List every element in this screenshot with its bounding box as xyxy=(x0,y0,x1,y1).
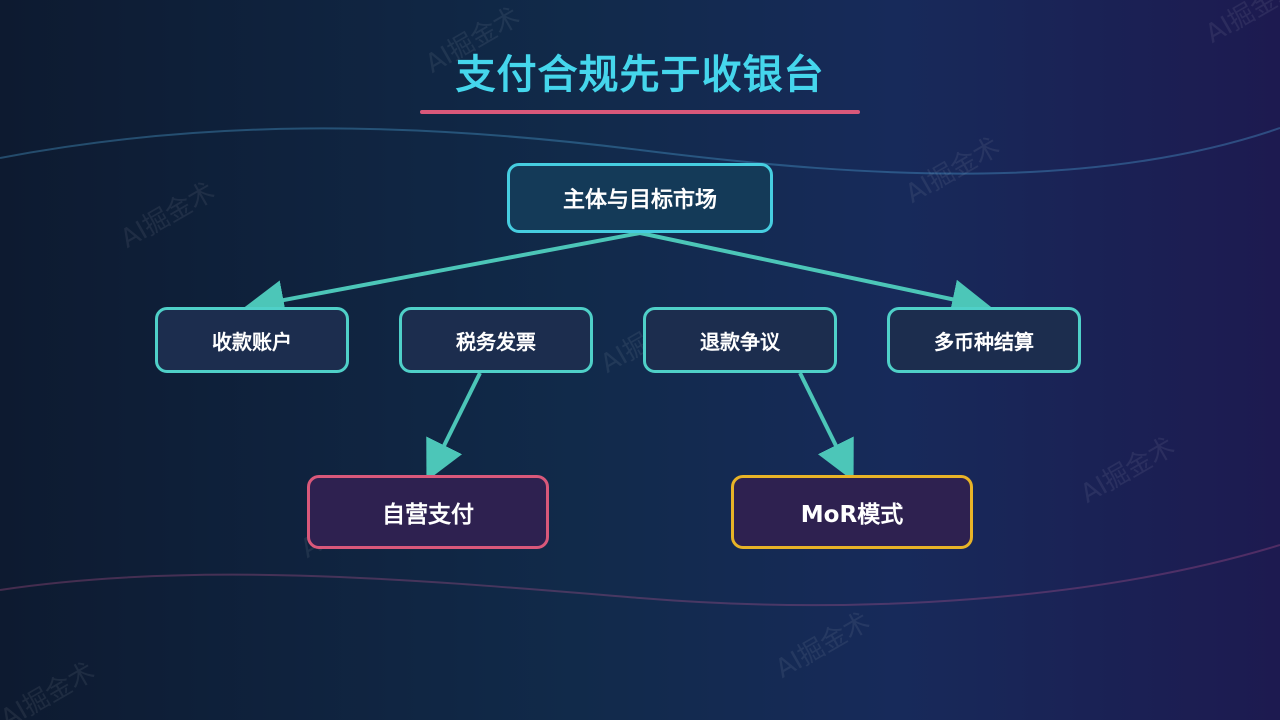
connector-root-to-multi-currency xyxy=(639,231,992,319)
title-underline xyxy=(420,110,860,114)
node-label: 自营支付 xyxy=(382,502,474,528)
node-label: 收款账户 xyxy=(212,329,292,354)
node-refund-dispute: 退款争议 xyxy=(643,307,837,373)
node-label: MoR模式 xyxy=(800,502,904,528)
node-main-entity-target-market: 主体与目标市场 xyxy=(507,163,773,233)
node-self-operated-payment: 自营支付 xyxy=(307,475,549,549)
node-tax-invoice: 税务发票 xyxy=(399,307,593,373)
node-label: 退款争议 xyxy=(700,329,780,354)
node-label: 税务发票 xyxy=(456,329,536,354)
background-wave-bottom xyxy=(0,544,1280,607)
connector-refund-dispute-to-mor-mode xyxy=(798,372,854,482)
node-label: 多币种结算 xyxy=(934,329,1034,354)
node-mor-mode: MoR模式 xyxy=(731,475,973,549)
node-collection-account: 收款账户 xyxy=(155,307,349,373)
connector-root-to-collection-account xyxy=(244,231,641,320)
node-multi-currency-settlement: 多币种结算 xyxy=(887,307,1081,373)
connector-tax-invoice-to-self-payment xyxy=(426,372,482,482)
page-title: 支付合规先于收银台 xyxy=(455,52,825,98)
background-wave-top xyxy=(0,127,1280,175)
node-label: 主体与目标市场 xyxy=(562,188,717,213)
